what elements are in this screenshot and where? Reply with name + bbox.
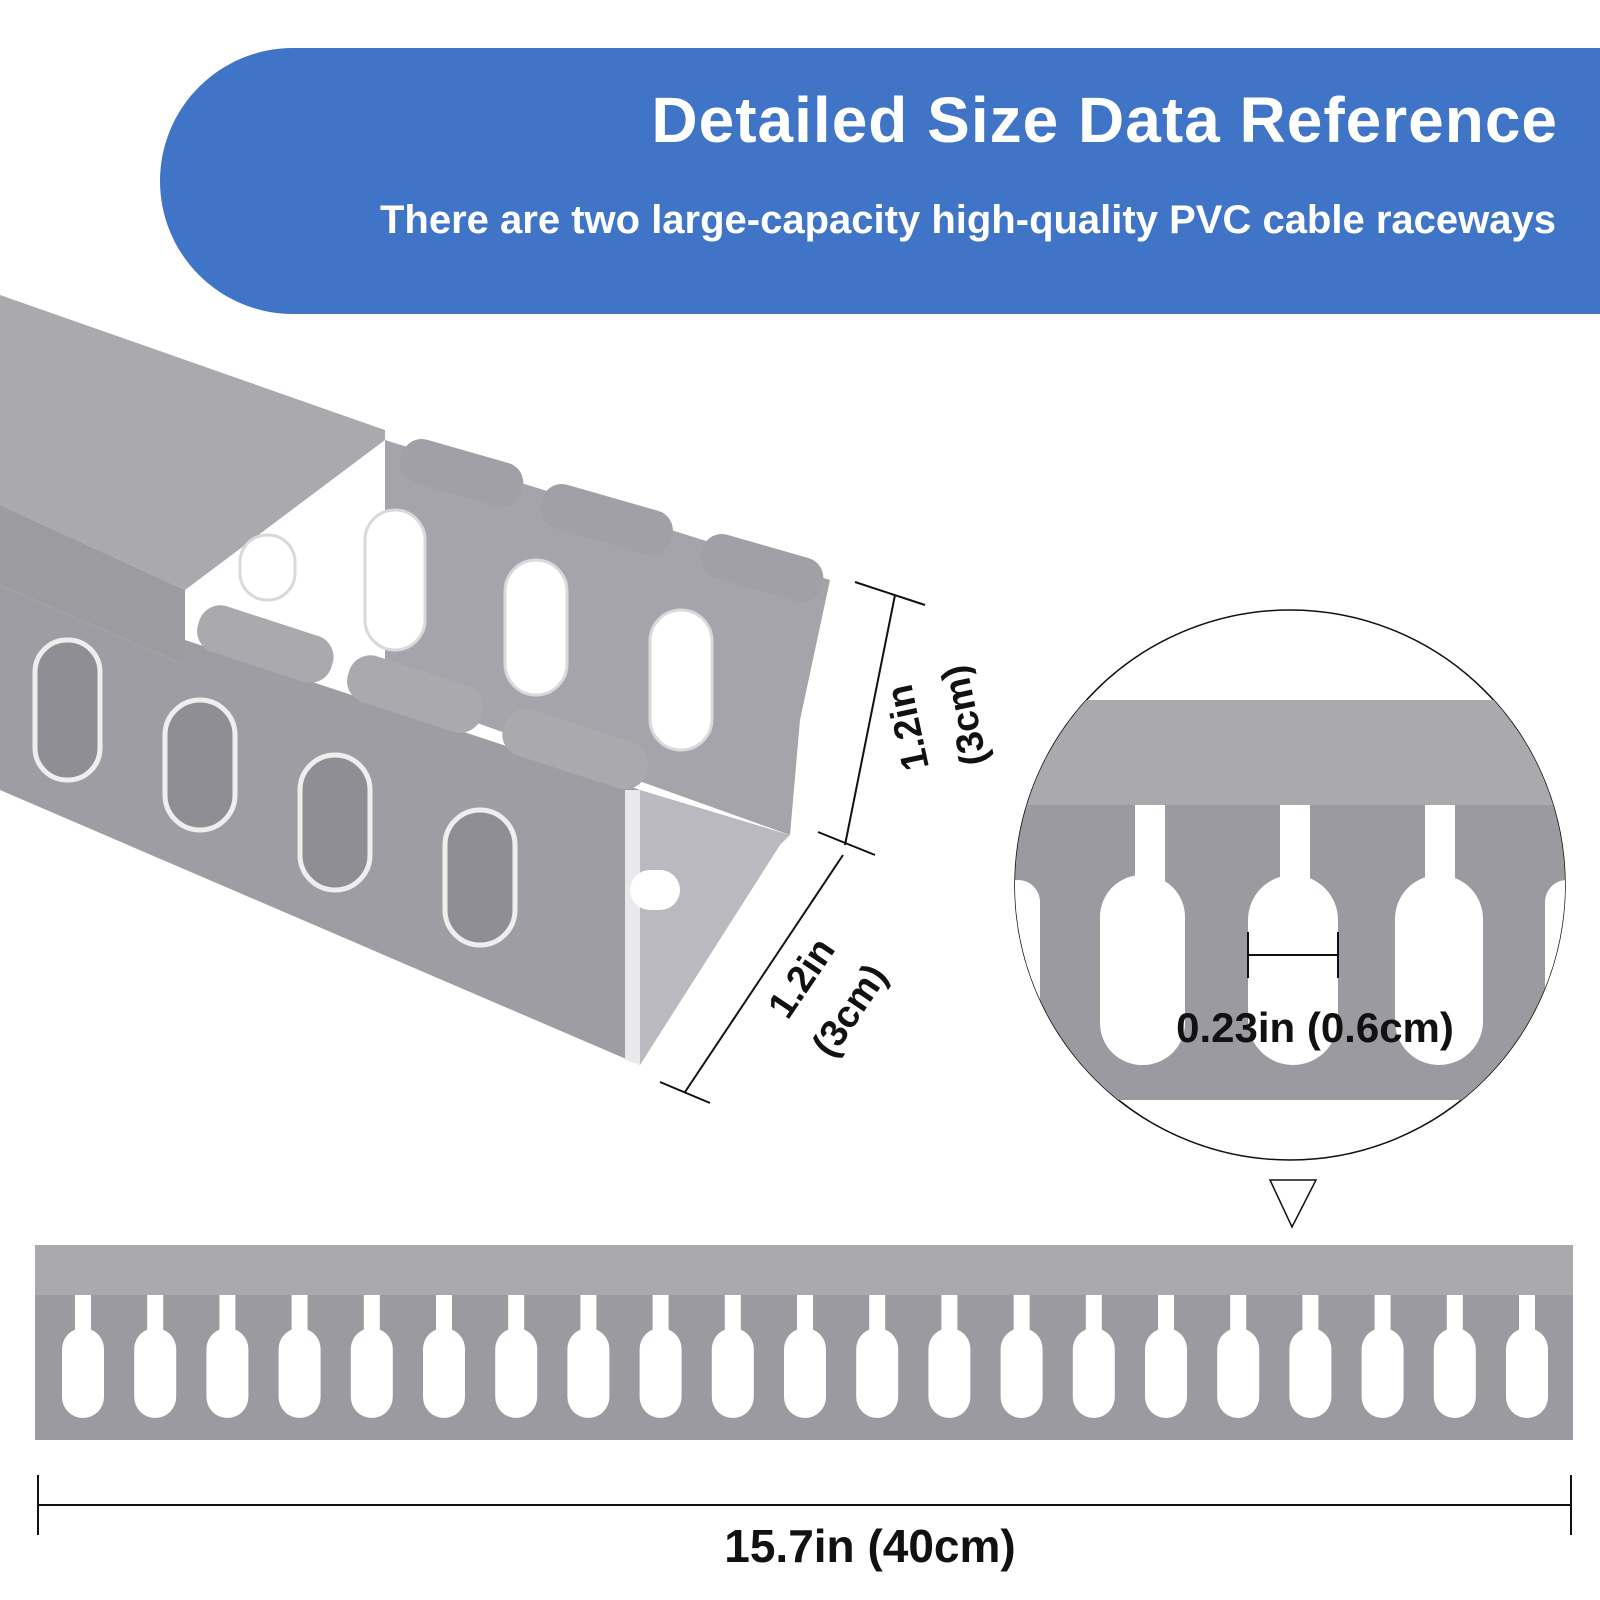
strip-slot [1145, 1328, 1187, 1418]
strip-slot-neck [291, 1295, 308, 1335]
strip-slot-neck [363, 1295, 380, 1335]
strip-slot-neck [1013, 1295, 1030, 1335]
strip-slot-neck [1302, 1295, 1319, 1335]
strip-slot [784, 1328, 826, 1418]
strip-slots [62, 1295, 1548, 1418]
height-label: 1.2in [879, 681, 938, 774]
strip-slot-neck [1519, 1295, 1535, 1335]
strip-slot-neck [724, 1295, 741, 1335]
raceway-back-wall [385, 440, 830, 835]
raceway-edge-highlight [625, 790, 640, 1065]
strip-slot-neck [1085, 1295, 1102, 1335]
magnifier-pointer [1268, 1179, 1318, 1229]
strip-slot [62, 1328, 104, 1418]
strip-slot [278, 1328, 321, 1418]
raceway-lid-side [0, 505, 185, 665]
strip-slot-neck [508, 1295, 525, 1335]
strip-slot-neck [797, 1295, 813, 1335]
raceway-front-fingers [197, 605, 649, 790]
magnifier-lid-band [1015, 700, 1565, 810]
strip-slot [495, 1328, 538, 1418]
strip-slot-neck [147, 1295, 164, 1335]
raceway-front-slots [32, 637, 518, 948]
slot-width-label: 0.23in (0.6cm) [1176, 1004, 1454, 1051]
raceway-end-slot [630, 870, 680, 910]
strip-slot [928, 1328, 971, 1418]
strip-slot [639, 1328, 682, 1418]
strip-slot [206, 1328, 249, 1418]
raceway-end-face [640, 790, 790, 1065]
raceway-lid-top [0, 295, 385, 590]
strip-slot [134, 1328, 177, 1418]
strip-slot-neck [436, 1295, 452, 1335]
zoom-magnifier: 0.23in (0.6cm) [1014, 609, 1566, 1229]
strip-slot [1217, 1328, 1260, 1418]
height-dimension: 1.2in (3cm) [817, 581, 996, 856]
strip-slot [1000, 1328, 1043, 1418]
strip-slot [1289, 1328, 1332, 1418]
strip-slot [1072, 1328, 1115, 1418]
strip-slot [1361, 1328, 1404, 1418]
strip-slot-neck [75, 1295, 91, 1335]
strip-slot-neck [941, 1295, 958, 1335]
strip-slot-neck [1158, 1295, 1174, 1335]
length-label: 15.7in (40cm) [724, 1520, 1015, 1572]
banner-subtitle: There are two large-capacity high-qualit… [380, 198, 1556, 242]
strip-slot [856, 1328, 899, 1418]
banner-title: Detailed Size Data Reference [651, 84, 1558, 156]
strip-slot-neck [1230, 1295, 1247, 1335]
strip-lid-band [35, 1245, 1573, 1295]
strip-slot [423, 1328, 465, 1418]
length-dimension: 15.7in (40cm) [37, 1475, 1572, 1572]
strip-slot [350, 1328, 393, 1418]
strip-slot [1433, 1328, 1476, 1418]
strip-slot-neck [219, 1295, 236, 1335]
strip-slot [711, 1328, 754, 1418]
header-banner: Detailed Size Data Reference There are t… [160, 48, 1600, 314]
raceway-3d-illustration [0, 295, 830, 1065]
raceway-back-fingers [400, 438, 824, 603]
strip-slot-neck [652, 1295, 669, 1335]
raceway-flat-strip [35, 1245, 1573, 1440]
raceway-back-slots [238, 508, 714, 752]
strip-slot-neck [580, 1295, 597, 1335]
height-label-metric: (3cm) [934, 661, 996, 769]
strip-slot [1506, 1328, 1548, 1418]
strip-slot-neck [1446, 1295, 1463, 1335]
strip-slot [567, 1328, 610, 1418]
strip-slot-neck [1374, 1295, 1391, 1335]
strip-slot-neck [869, 1295, 886, 1335]
